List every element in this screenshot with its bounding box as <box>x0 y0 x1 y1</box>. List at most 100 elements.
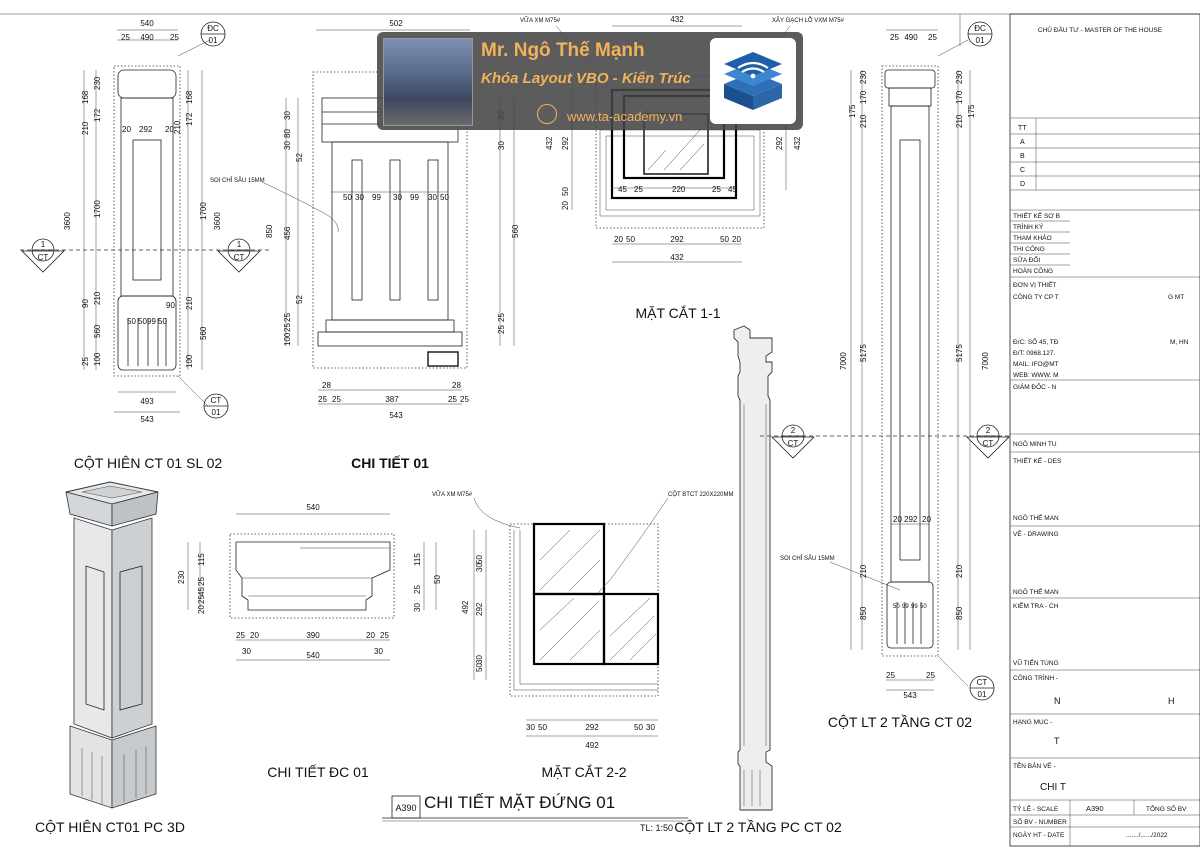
dim-label: 5175 <box>955 344 964 362</box>
svg-text:1: 1 <box>41 240 46 249</box>
tb-sheet-name-value: CHI T <box>1040 782 1066 793</box>
instructor-photo <box>383 38 473 126</box>
dim-label: 210 <box>81 121 90 135</box>
dim-label: 30 <box>475 655 484 664</box>
right-column-elevation: 25 490 25 230 170 175 210 5175 7000 210 … <box>780 29 990 700</box>
dim-label: 25 <box>890 33 899 42</box>
sheet-code: A390 <box>395 803 416 813</box>
dim-label: 850 <box>265 224 274 238</box>
dim-label: 210 <box>859 564 868 578</box>
dim-label: 175 <box>848 104 857 118</box>
svg-text:CT: CT <box>983 439 994 448</box>
dim-label: 28 <box>322 381 331 390</box>
dim-label: 25 <box>318 395 327 404</box>
dim-label: 230 <box>93 76 102 90</box>
dim-label: 25 <box>413 585 422 594</box>
svg-text:01: 01 <box>976 36 985 45</box>
dim-label: 30 <box>428 193 437 202</box>
dim-label: 45 <box>618 185 627 194</box>
dim-label: 292 <box>670 235 684 244</box>
dim-label: 25 <box>170 33 179 42</box>
dim-label: 7000 <box>839 352 848 370</box>
tb-director: GIÁM ĐỐC - N <box>1013 381 1057 391</box>
dim-label: 230 <box>859 70 868 84</box>
dim-label: 50 <box>158 317 167 326</box>
rev-row: A <box>1020 139 1025 146</box>
scale-label: TL: 1:50 <box>640 823 673 833</box>
dim-label: 210 <box>173 120 182 134</box>
tag-section-2-right: 2 CT <box>966 424 1010 459</box>
dim-label: 492 <box>585 741 599 750</box>
svg-text:01: 01 <box>212 408 221 417</box>
dim-label: 432 <box>670 253 684 262</box>
dim-label: 3600 <box>213 212 222 230</box>
svg-text:01: 01 <box>209 36 218 45</box>
tag-section-1-left: 1 CT <box>21 238 65 273</box>
dim-label: 50 <box>343 193 352 202</box>
tb-item: HẠNG MỤC - <box>1013 719 1052 726</box>
dim-label: 560 <box>93 324 102 338</box>
tag-section-2-left: 2 CT <box>771 424 815 459</box>
dim-label: 25 <box>497 325 506 334</box>
tb-design: THIẾT KẾ - DES <box>1013 455 1062 465</box>
tb-letter: T <box>1054 736 1060 746</box>
dim-label: 25 <box>712 185 721 194</box>
dim-label: 292 <box>904 515 918 524</box>
dim-label: 25 <box>283 323 292 332</box>
tb-address: Đ/C: SỐ 45, TĐ <box>1013 336 1059 346</box>
dim-label: 25 <box>497 313 506 322</box>
svg-text:CT: CT <box>211 396 222 405</box>
instructor-name: Mr. Ngô Thế Mạnh <box>481 40 645 61</box>
dim-label: 90 <box>166 301 175 310</box>
dim-label: 1700 <box>93 200 102 218</box>
dim-label: 3600 <box>63 212 72 230</box>
dim-label: 30 <box>374 647 383 656</box>
view-title: CHI TIẾT 01 <box>351 455 429 471</box>
academy-logo <box>710 38 796 124</box>
dim-label: 490 <box>140 33 154 42</box>
dim-label: 30 <box>646 723 655 732</box>
svg-text:ĐC: ĐC <box>207 24 219 33</box>
dim-label: 20 <box>366 631 375 640</box>
course-name: Khóa Layout VBO - Kiến Trúc <box>481 70 691 87</box>
tb-project: CÔNG TRÌNH - <box>1013 673 1058 682</box>
dim-label: 50 <box>920 604 927 610</box>
website-link[interactable]: www.ta-academy.vn <box>567 109 683 124</box>
dim-label: 30 <box>497 141 506 150</box>
dim-label: 20 <box>561 201 570 210</box>
dim-label: 540 <box>306 651 320 660</box>
dim-label: 25 <box>380 631 389 640</box>
dim-label: 390 <box>306 631 320 640</box>
dim-label: 30 <box>355 193 364 202</box>
note: VỮA XM M75# <box>520 17 561 24</box>
dim-label: 292 <box>775 136 784 150</box>
dim-label: 50 <box>893 604 900 610</box>
dim-label: 850 <box>859 606 868 620</box>
tb-company: CÔNG TY CP T <box>1013 292 1059 301</box>
dim-label: 100 <box>185 354 194 368</box>
dim-label: 540 <box>140 19 154 28</box>
globe-icon <box>537 104 557 124</box>
dim-label: 543 <box>140 415 154 424</box>
dim-label: 25 <box>283 313 292 322</box>
tall-column-3d <box>733 325 773 811</box>
dim-label: 172 <box>185 112 194 126</box>
dim-label: 432 <box>793 136 802 150</box>
dim-label: 20 <box>922 515 931 524</box>
dim-label: 99 <box>147 317 156 326</box>
dim-label: 292 <box>561 136 570 150</box>
sheet-title: CHI TIẾT MẶT ĐỨNG 01 <box>424 793 615 812</box>
dim-label: 210 <box>955 114 964 128</box>
dim-label: 20 <box>165 125 174 134</box>
note: SOI CHỈ SÂU 15MM <box>210 177 265 184</box>
dim-label: 99 <box>372 193 381 202</box>
dim-label: 25 <box>81 357 90 366</box>
tb-person: VŨ TIẾN TÙNG <box>1013 657 1059 667</box>
promo-banner: Mr. Ngô Thế Mạnh Khóa Layout VBO - Kiến … <box>377 32 803 130</box>
dim-label: 25 <box>926 671 935 680</box>
dim-label: 30 <box>393 193 402 202</box>
dim-label: 1700 <box>199 202 208 220</box>
dim-label: 230 <box>177 570 186 584</box>
dim-label: 432 <box>545 136 554 150</box>
